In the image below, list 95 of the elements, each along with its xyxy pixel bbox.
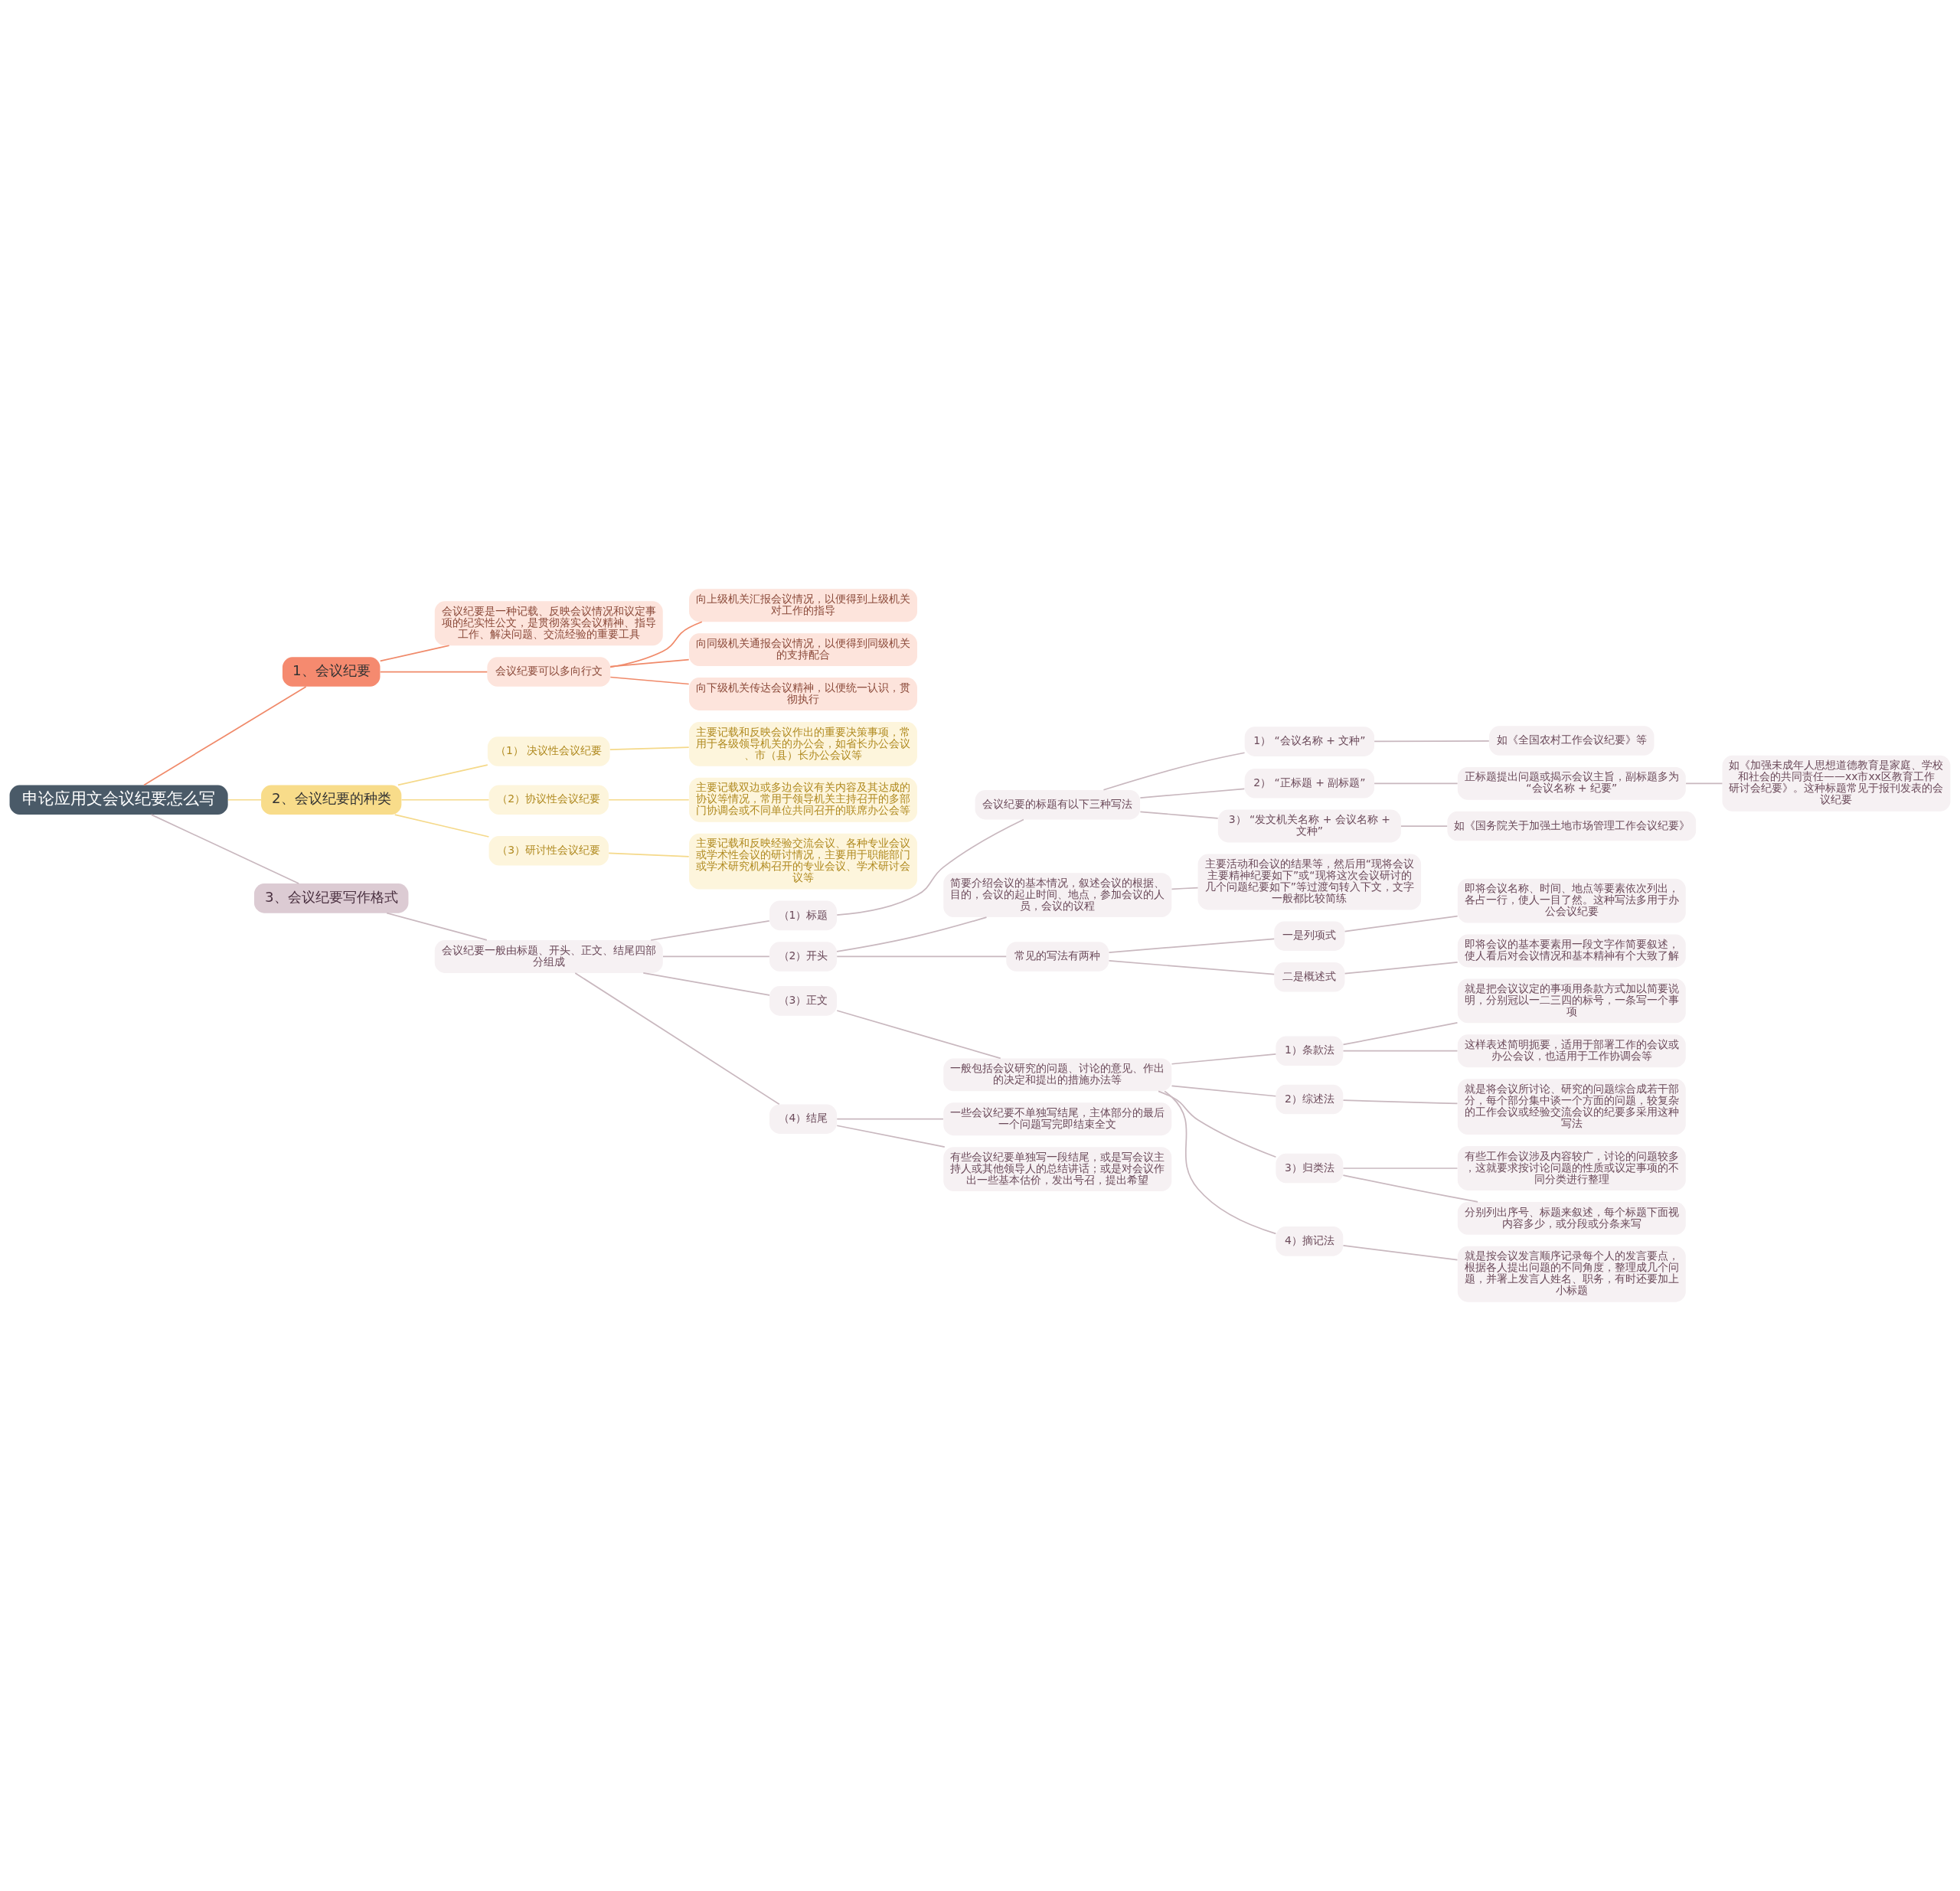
connector — [400, 799, 490, 801]
node-box: 3、会议纪要写作格式 — [253, 883, 409, 913]
connector — [836, 1118, 944, 1120]
connector — [1374, 740, 1490, 743]
node-box: 这样表述简明扼要，适用于部署工作的会议或办公会议，也适用于工作协调会等 — [1457, 1034, 1686, 1068]
connector — [1344, 915, 1459, 932]
connector — [1171, 887, 1199, 890]
connector — [836, 1010, 1001, 1060]
node-box: 3）归类法 — [1276, 1153, 1344, 1184]
connector — [150, 814, 300, 884]
connector — [609, 746, 690, 751]
node-box: 就是把会议议定的事项用条款方式加以简要说明，分别冠以一二三四的标号，一条写一个事项 — [1457, 978, 1686, 1024]
node-box: 主要记载和反映会议作出的重要决策事项，常用于各级领导机关的办公会，如省长办公会议、市（县）长办公会议等 — [689, 721, 917, 766]
node-box: 就是将会议所讨论、研究的问题综合成若干部分，每个部分集中谈一个方面的问题，较复杂的工作会议或经验交流会议的纪要多采用这种写法 — [1457, 1079, 1686, 1135]
node-box: 1、会议纪要 — [282, 657, 381, 687]
node-box: 向下级机关传达会议精神，以便统一认识，贯彻执行 — [689, 678, 917, 710]
node-box: 会议纪要是一种记载、反映会议情况和议定事项的纪实性公文，是贯彻落实会议精神、指导工作、解决问题、交流经验的重要工具 — [434, 601, 663, 646]
node-box: 如《全国农村工作会议纪要》等 — [1489, 726, 1655, 756]
node-box: 简要介绍会议的基本情况，叙述会议的根据、目的，会议的起止时间、地点，参加会议的人员，会议的议程 — [943, 873, 1172, 917]
node-box: 即将会议名称、时间、地点等要素依次列出，各占一行，使人一目了然。这种写法多用于办公会议纪要 — [1457, 878, 1686, 923]
connector — [1171, 1053, 1277, 1065]
connector — [662, 955, 770, 958]
node-box: 就是按会议发言顺序记录每个人的发言要点，根据各人提出问题的不同角度，整理成几个问题，并署上发言人姓名、职务，有时还要加上小标题 — [1457, 1246, 1686, 1302]
connector — [836, 916, 988, 952]
node-box: 3） “发文机关名称 + 会议名称 + 文种” — [1217, 809, 1401, 843]
connector — [1342, 1168, 1459, 1169]
connector — [1139, 788, 1246, 799]
connector — [386, 912, 488, 941]
node-box: 如《国务院关于加强土地市场管理工作会议纪要》 — [1447, 811, 1697, 841]
node-box: 会议纪要可以多向行文 — [487, 657, 611, 687]
connector — [574, 972, 780, 1106]
connector — [1685, 782, 1723, 785]
node-box: 正标题提出问题或揭示会议主旨，副标题多为“会议名称 + 纪要” — [1457, 766, 1686, 800]
connector — [1164, 1090, 1277, 1235]
node-box: 一些会议纪要不单独写结尾，主体部分的最后一个问题写完即结束全文 — [943, 1102, 1172, 1136]
node-box: （1）标题 — [769, 900, 837, 931]
node-box: 一是列项式 — [1274, 921, 1345, 951]
connector — [379, 671, 488, 673]
connector — [642, 972, 770, 996]
connector — [1102, 752, 1246, 791]
node-box: （3）正文 — [769, 986, 837, 1016]
connector — [1400, 825, 1449, 827]
node-box: 2） “正标题 + 副标题” — [1244, 769, 1374, 799]
connector — [650, 920, 770, 941]
node-box: 会议纪要的标题有以下三种写法 — [975, 789, 1140, 820]
connector — [1342, 1021, 1459, 1046]
node-box: （4）结尾 — [769, 1104, 837, 1134]
node-box: 向上级机关汇报会议情况，以便得到上级机关对工作的指导 — [689, 589, 917, 622]
node-box: （2）开头 — [769, 942, 837, 972]
node-box: 1） “会议名称 + 文种” — [1244, 727, 1374, 756]
node-box: （2）协议性会议纪要 — [488, 785, 609, 815]
node-box: 4）摘记法 — [1276, 1226, 1344, 1256]
node-box: 1）条款法 — [1276, 1036, 1344, 1066]
connector — [394, 814, 490, 838]
connector — [836, 955, 1008, 958]
node-box: 一般包括会议研究的问题、讨论的意见、作出的决定和提出的措施办法等 — [943, 1058, 1172, 1092]
node-box: 即将会议的基本要素用一段文字作简要叙述，使人看后对会议情况和基本精神有个大致了解 — [1457, 934, 1686, 968]
connector — [836, 1125, 946, 1148]
connector — [227, 799, 262, 801]
node-box: （1） 决议性会议纪要 — [487, 736, 610, 766]
node-box: 主要记载和反映经验交流会议、各种专业会议或学术性会议的研讨情况，主要用于职能部门或学术研究机构召开的专业会议、学术研讨会议等 — [689, 833, 917, 890]
connector — [609, 621, 703, 668]
node-box: 会议纪要一般由标题、开头、正文、结尾四部分组成 — [434, 940, 663, 973]
node-box: 二是概述式 — [1274, 962, 1345, 992]
connector — [836, 818, 1024, 916]
node-box: 申论应用文会议纪要怎么写 — [9, 785, 228, 815]
node-box: 2、会议纪要的种类 — [261, 785, 402, 815]
node-box: 向同级机关通报会议情况，以便得到同级机关的支持配合 — [689, 633, 917, 667]
node-box: 分别列出序号、标题来叙述，每个标题下面视内容多少，或分段或分条来写 — [1457, 1201, 1686, 1235]
connector — [1342, 1050, 1459, 1052]
connector — [397, 764, 488, 786]
connector — [1158, 1090, 1277, 1158]
node-box: （3）研讨性会议纪要 — [488, 835, 609, 866]
node-box: 有些会议纪要单独写一段结尾，或是写会议主持人或其他领导人的总结讲话；或是对会议作出一些基本估价，发出号召，提出希望 — [943, 1147, 1172, 1191]
node-box: 主要活动和会议的结果等，然后用“现将会议主要精神纪要如下”或“现将这次会议研讨的几个问题纪要如下”等过渡句转入下文，文字一般都比较简练 — [1197, 854, 1422, 910]
connector — [1374, 782, 1459, 785]
node-box: 主要记载双边或多边会议有关内容及其达成的协议等情况，常用于领导机关主持召开的多部门协调会或不同单位共同召开的联席办公会等 — [689, 777, 917, 822]
connector — [1108, 938, 1276, 953]
connector — [608, 852, 690, 857]
connector — [1344, 962, 1459, 975]
node-box: 2）综述法 — [1276, 1084, 1344, 1115]
connector — [1139, 811, 1219, 819]
connector — [1342, 1244, 1459, 1261]
connector — [609, 676, 690, 685]
connector — [379, 645, 450, 662]
connector — [143, 686, 307, 786]
connector — [1108, 960, 1276, 975]
connector — [1342, 1099, 1459, 1105]
node-box: 有些工作会议涉及内容较广，讨论的问题较多，这就要求按讨论问题的性质或议定事项的不同分类进行整理 — [1457, 1146, 1686, 1190]
connector — [1171, 1085, 1277, 1097]
node-box: 如《加强未成年人思想道德教育是家庭、学校和社会的共同责任——xx市xx区教育工作研讨会纪要》。这种标题常见于报刊发表的会议纪要 — [1722, 755, 1951, 812]
connector — [608, 799, 690, 801]
connector — [609, 658, 690, 668]
connector — [1342, 1174, 1478, 1203]
node-box: 常见的写法有两种 — [1006, 942, 1109, 972]
